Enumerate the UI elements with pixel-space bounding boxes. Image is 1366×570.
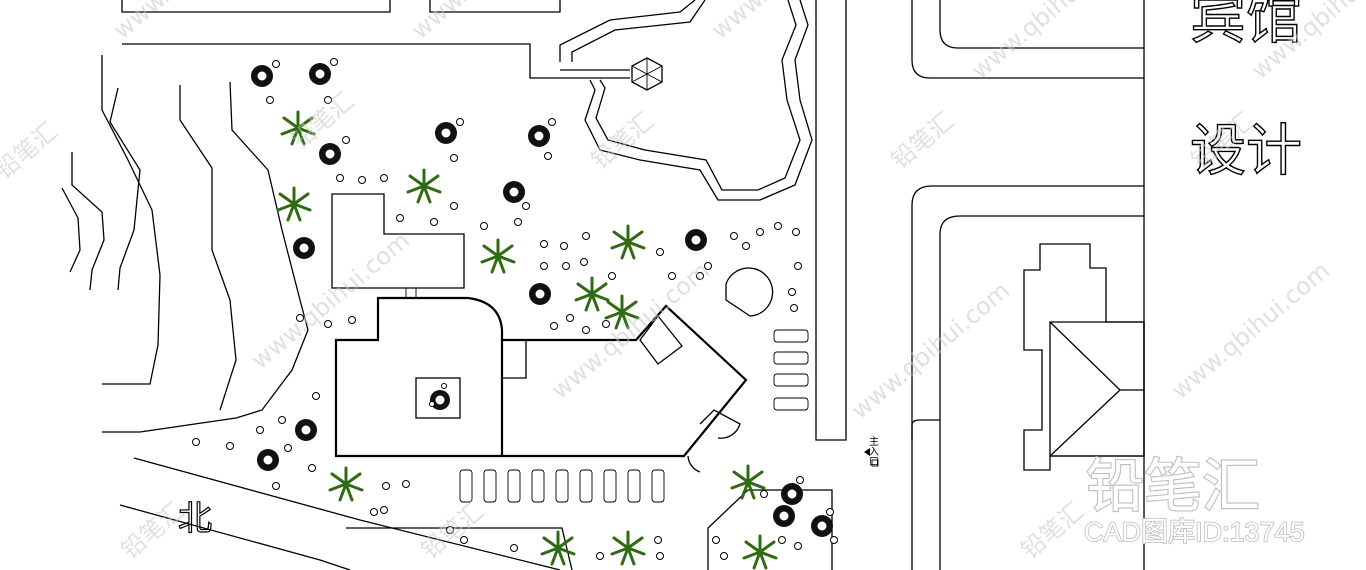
tree-dark-13: [781, 483, 803, 505]
tree-dark-1: [251, 65, 273, 87]
tree-dark-15: [811, 515, 833, 537]
tree-dark-6: [503, 181, 525, 203]
north-label: 北: [178, 499, 212, 539]
tree-dark-10: [430, 390, 450, 410]
palm-3: [276, 186, 312, 222]
tree-dark-2: [309, 63, 331, 85]
tree-dark-3: [435, 122, 457, 144]
palm-7: [604, 294, 640, 330]
brand-logo-text: 铅笔汇: [1086, 452, 1260, 520]
contour-lines: [61, 55, 309, 433]
tree-dark-8: [685, 229, 707, 251]
entrance-label: 主入口: [867, 436, 879, 466]
drawing-title-line2: 设计: [1190, 119, 1302, 184]
watermark-url: www.qbihui.com: [246, 226, 415, 374]
main-road: [122, 43, 630, 79]
tree-dark-4: [528, 125, 550, 147]
top-left-buildings: [121, 0, 561, 13]
stepped-building: [1023, 243, 1145, 471]
watermark-logo: 铅笔汇: [886, 107, 959, 175]
watermark-logo: 铅笔汇: [1016, 497, 1089, 565]
hotel-building: [334, 267, 774, 473]
tree-dark-5: [319, 143, 341, 165]
bottom-plot: [707, 489, 833, 570]
tree-dark-7: [293, 237, 315, 259]
cad-library-id: CAD图库ID:13745: [1084, 517, 1305, 547]
diagonal-roads: [119, 457, 573, 570]
watermark-url: www.qbihui.com: [546, 256, 715, 404]
pavilion-hexagon: [631, 57, 663, 91]
parking-right: [773, 329, 809, 411]
palm-10: [540, 530, 576, 566]
palm-11: [610, 530, 646, 566]
palm-6: [574, 276, 610, 312]
tree-dark-12: [257, 449, 279, 471]
pond-outline: [559, 0, 813, 201]
entrance-marker: 主入口: [864, 436, 879, 467]
tree-dark-14: [773, 505, 795, 527]
palm-12: [742, 534, 778, 570]
palm-2: [406, 168, 442, 204]
palm-1: [280, 110, 316, 146]
watermark-url: www.qbihui.com: [846, 276, 1015, 424]
drawing-title-line1: 宾馆: [1190, 0, 1302, 52]
watermark-logo: 铅笔汇: [0, 117, 63, 185]
palm-9: [730, 464, 766, 500]
tree-dark-11: [295, 419, 317, 441]
palm-8: [328, 466, 364, 502]
parking-bottom: [459, 469, 665, 503]
watermark-url: www.qbihui.com: [1166, 256, 1335, 404]
right-blocks: [911, 0, 1145, 570]
watermark-url: www.qbihui.com: [108, 0, 277, 45]
watermark-url: www.qbihui.com: [966, 0, 1135, 85]
vertical-road: [815, 0, 847, 441]
tree-dark-9: [529, 283, 551, 305]
watermark-logo: 铅笔汇: [416, 497, 489, 565]
palm-5: [610, 224, 646, 260]
palm-4: [480, 238, 516, 274]
shrub-dots: [192, 58, 838, 560]
watermark-url: www.qbihui.com: [406, 0, 575, 45]
